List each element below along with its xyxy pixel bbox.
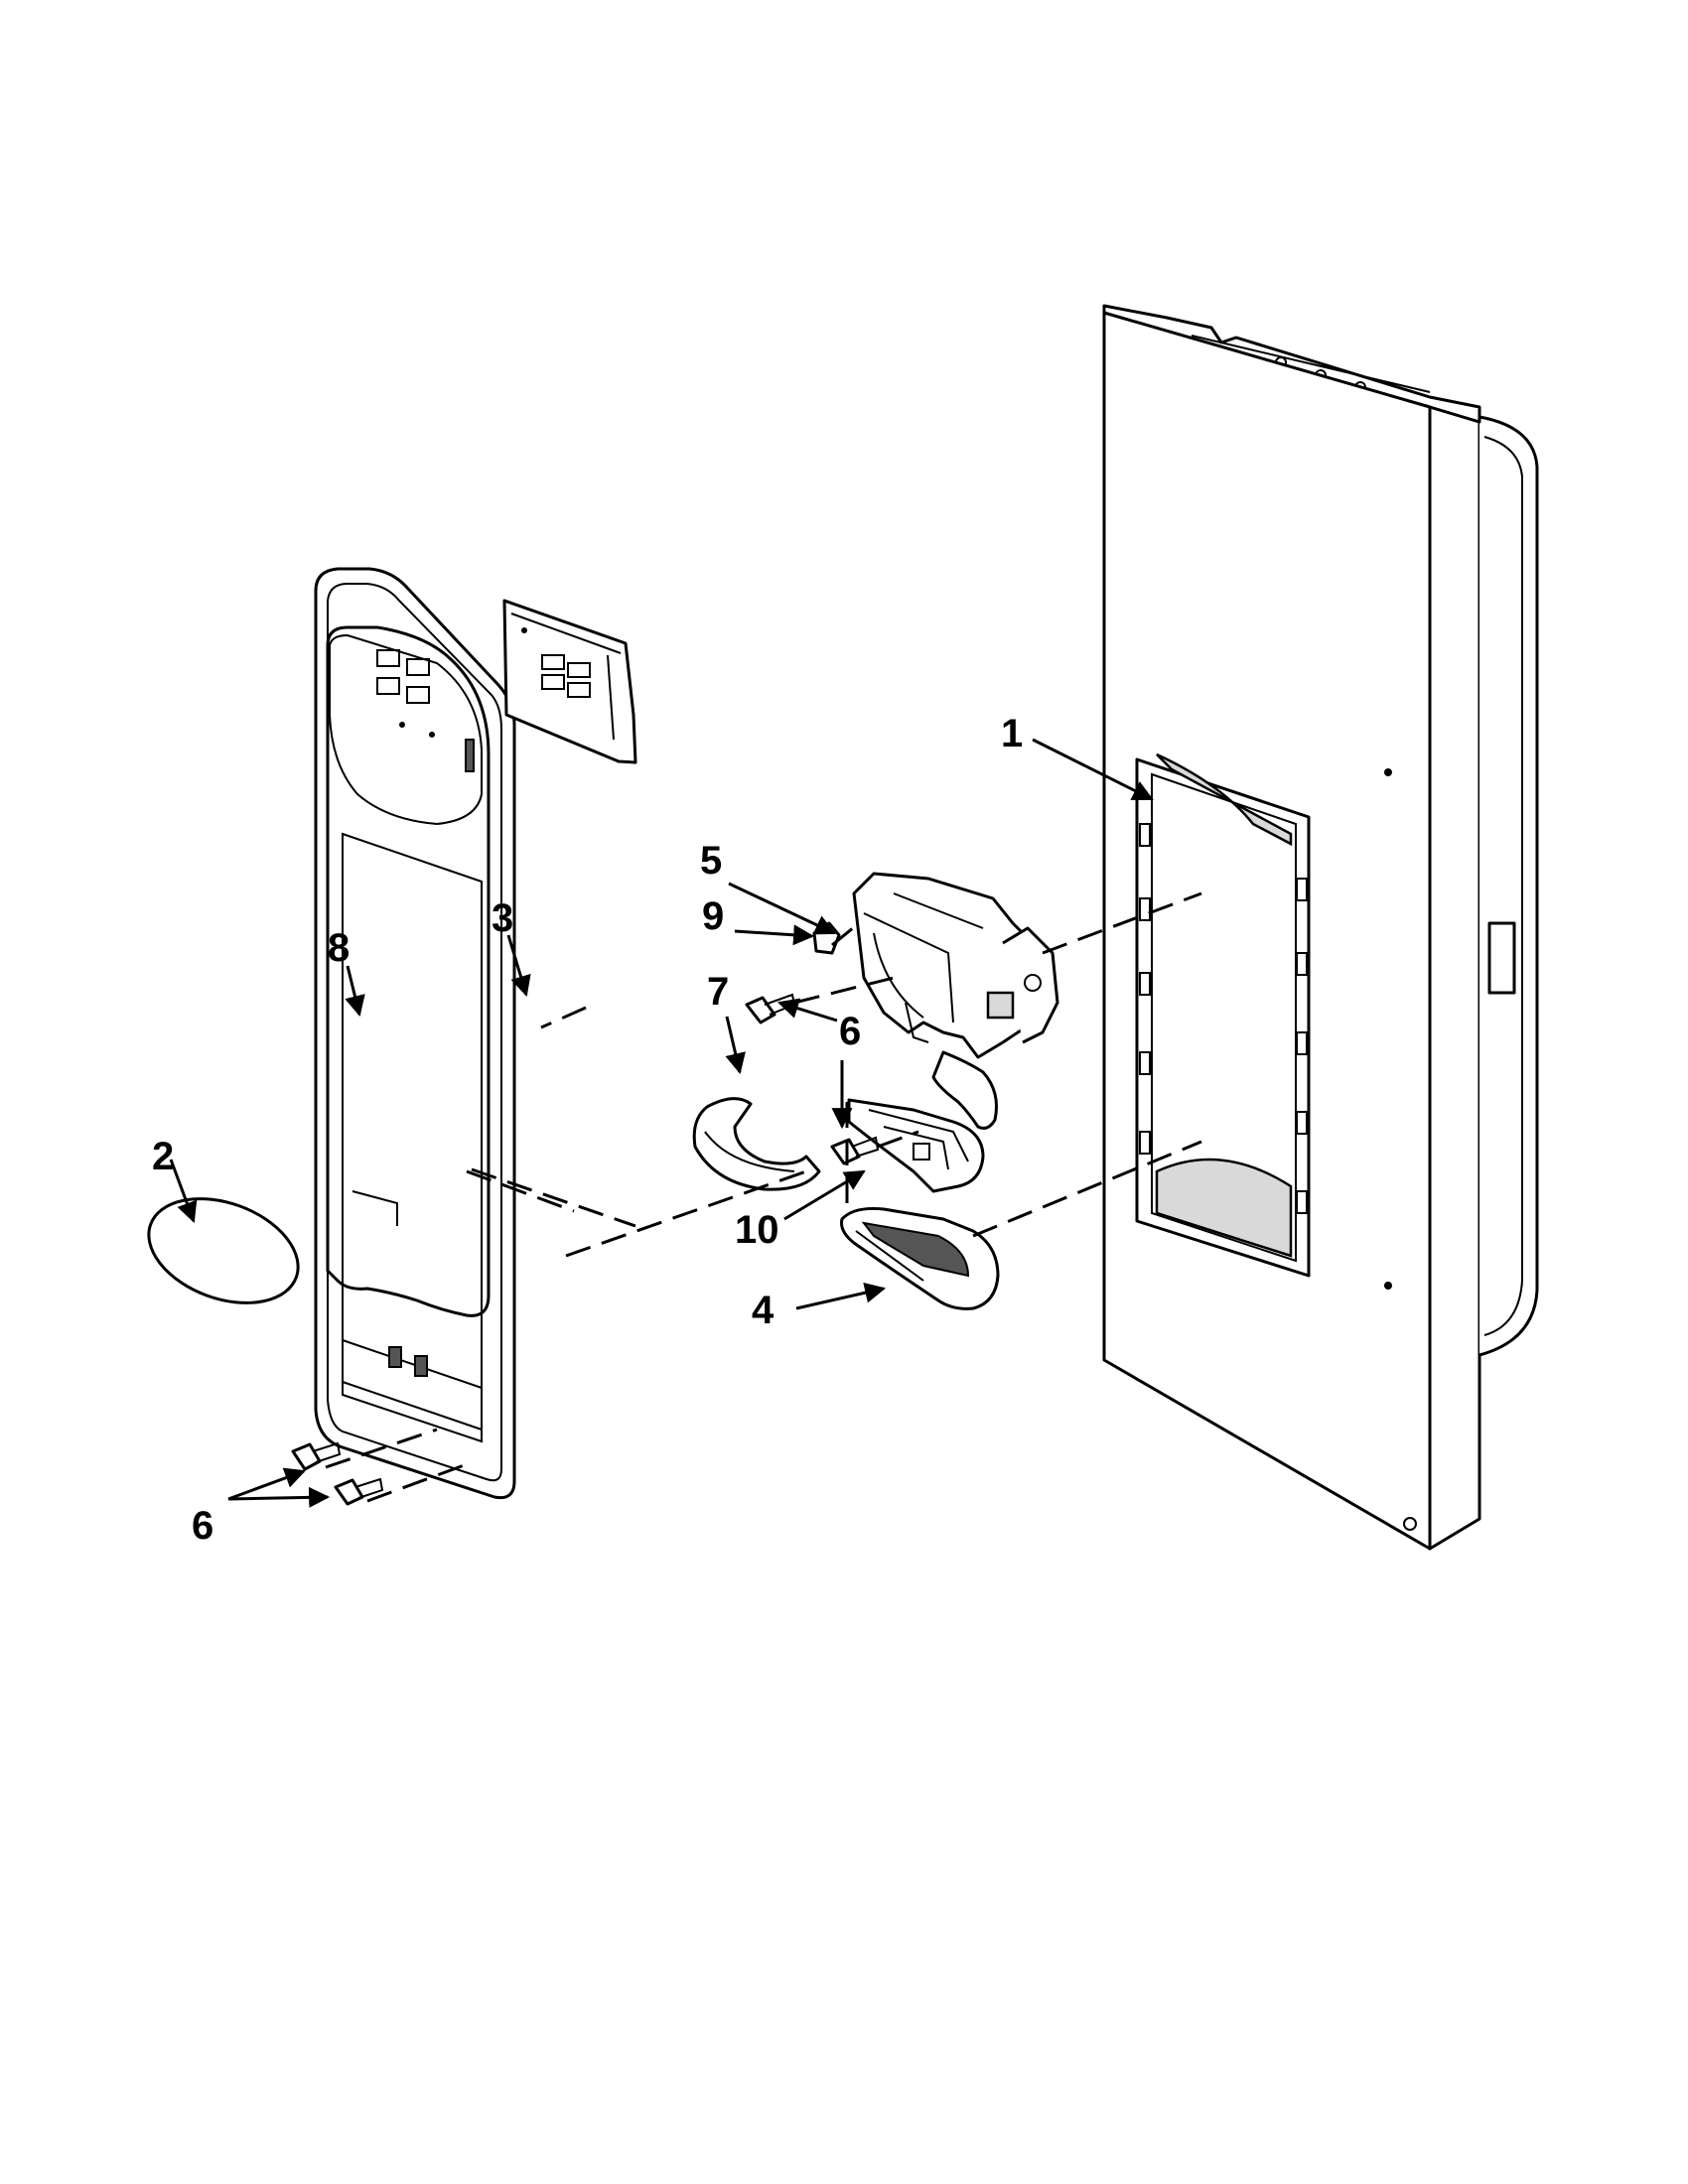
callout-8: 8 (328, 926, 350, 970)
callout-5: 5 (700, 839, 722, 883)
callout-3: 3 (492, 896, 513, 940)
leader-lines (169, 738, 1154, 1508)
callout-6-upper: 6 (839, 1010, 861, 1053)
callout-6-lower: 6 (192, 1504, 213, 1548)
callout-1: 1 (1001, 712, 1023, 755)
light-cover (692, 1097, 821, 1191)
callout-10: 10 (735, 1208, 779, 1252)
dispenser-facade (314, 567, 516, 1500)
pad (147, 1197, 300, 1304)
screw-1 (745, 993, 796, 1024)
assembly-lines (325, 891, 1202, 1503)
circuit-board (502, 599, 637, 764)
callout-9: 9 (702, 894, 724, 938)
drip-grille (847, 1098, 985, 1193)
door-panel (1102, 304, 1539, 1551)
callout-7: 7 (707, 970, 729, 1014)
callout-labels: 1 2 3 4 5 6 6 7 8 9 10 (152, 712, 1023, 1548)
chute-assembly (852, 872, 1059, 1130)
callout-4: 4 (752, 1289, 774, 1332)
clip (812, 921, 841, 955)
drip-tray (840, 1207, 1000, 1310)
screw-4 (334, 1477, 384, 1506)
screw-2 (830, 1136, 880, 1165)
screw-3 (291, 1441, 342, 1471)
callout-2: 2 (152, 1135, 174, 1178)
